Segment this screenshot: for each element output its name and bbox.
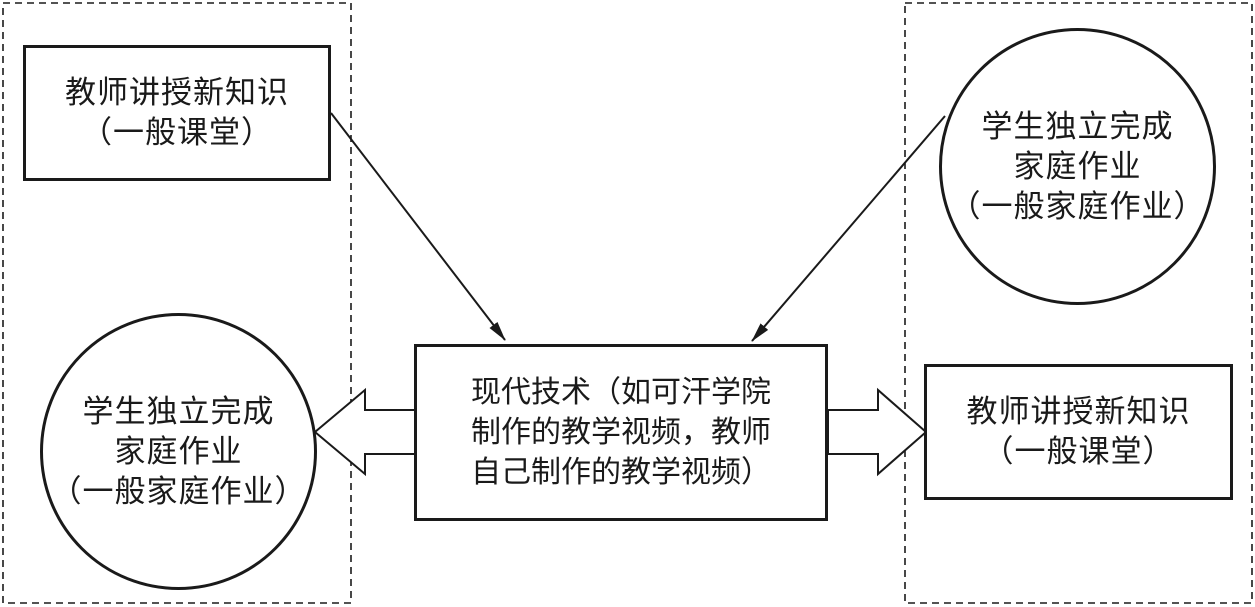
right-teacher-line-1: 教师讲授新知识: [966, 394, 1191, 430]
left-student-homework-circle: 学生独立完成 家庭作业 （一般家庭作业）: [40, 313, 317, 590]
left-student-line-3: （一般家庭作业）: [50, 473, 307, 510]
technology-line-2: 制作的教学视频，教师: [471, 414, 771, 450]
left-dashed-frame: [2, 2, 352, 604]
arrow-homework-to-technology: [751, 115, 946, 342]
left-student-line-1: 学生独立完成: [82, 393, 275, 430]
right-dashed-frame: [904, 2, 1253, 604]
right-student-line-2: 家庭作业: [1013, 148, 1142, 185]
technology-line-1: 现代技术（如可汗学院: [471, 374, 771, 410]
right-student-homework-circle: 学生独立完成 家庭作业 （一般家庭作业）: [939, 28, 1216, 305]
right-student-line-3: （一般家庭作业）: [949, 188, 1206, 225]
arrow-teacher-to-technology: [330, 112, 506, 341]
left-teacher-line-2: （一般课堂）: [81, 115, 273, 151]
block-arrow-right: [827, 387, 928, 477]
left-teacher-lecture-box: 教师讲授新知识 （一般课堂）: [23, 45, 331, 181]
technology-line-3: 自己制作的教学视频）: [471, 454, 771, 490]
modern-technology-box: 现代技术（如可汗学院 制作的教学视频，教师 自己制作的教学视频）: [414, 344, 828, 521]
right-teacher-line-2: （一般课堂）: [982, 434, 1175, 470]
left-teacher-line-1: 教师讲授新知识: [65, 75, 289, 111]
left-student-line-2: 家庭作业: [114, 433, 243, 470]
right-student-line-1: 学生独立完成: [981, 108, 1174, 145]
block-arrow-left: [313, 387, 416, 477]
right-teacher-lecture-box: 教师讲授新知识 （一般课堂）: [924, 364, 1233, 500]
